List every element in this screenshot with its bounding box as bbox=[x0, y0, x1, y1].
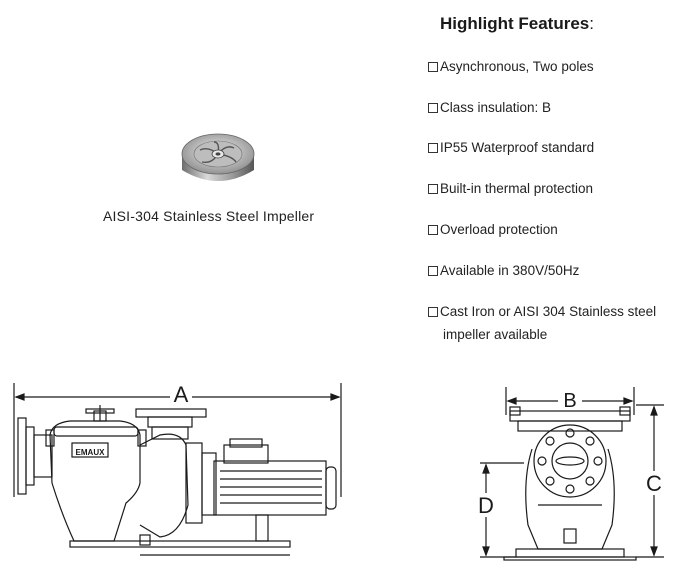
impeller-caption: AISI-304 Stainless Steel Impeller bbox=[103, 208, 315, 224]
checkbox-icon bbox=[428, 183, 438, 194]
checkbox-icon bbox=[428, 61, 438, 72]
checkbox-icon bbox=[428, 306, 438, 317]
feature-item: Cast Iron or AISI 304 Stainless steel bbox=[428, 304, 656, 319]
pump-side-view-drawing: A EMAUX bbox=[13, 382, 342, 556]
features-title-text: Highlight Features bbox=[440, 14, 590, 33]
feature-label: Asynchronous, Two poles bbox=[440, 59, 594, 74]
pump-front-view-drawing: B C D bbox=[478, 387, 664, 561]
feature-label: IP55 Waterproof standard bbox=[440, 140, 595, 155]
feature-continuation: impeller available bbox=[443, 327, 548, 342]
feature-item: Overload protection bbox=[428, 222, 558, 237]
feature-item: IP55 Waterproof standard bbox=[428, 140, 594, 155]
checkbox-icon bbox=[428, 265, 438, 276]
features-title-colon: : bbox=[589, 14, 594, 33]
dimension-a-label: A bbox=[174, 382, 189, 407]
dimension-c-label: C bbox=[646, 471, 662, 496]
impeller-image bbox=[181, 133, 255, 181]
dimension-d-label: D bbox=[478, 493, 494, 518]
feature-label: Available in 380V/50Hz bbox=[440, 263, 580, 278]
feature-label: Built-in thermal protection bbox=[440, 181, 594, 196]
brand-label: EMAUX bbox=[76, 448, 106, 457]
checkbox-icon bbox=[428, 224, 438, 235]
feature-label: Class insulation: B bbox=[440, 100, 552, 115]
feature-item: Asynchronous, Two poles bbox=[428, 59, 594, 74]
feature-item: Built-in thermal protection bbox=[428, 181, 593, 196]
dimension-b-label: B bbox=[563, 390, 576, 412]
features-title: Highlight Features: bbox=[440, 14, 594, 34]
checkbox-icon bbox=[428, 102, 438, 113]
checkbox-icon bbox=[428, 142, 438, 153]
feature-label: Cast Iron or AISI 304 Stainless steel bbox=[440, 304, 657, 319]
feature-item: Class insulation: B bbox=[428, 100, 551, 115]
feature-item: Available in 380V/50Hz bbox=[428, 263, 579, 278]
feature-label: Overload protection bbox=[440, 222, 558, 237]
